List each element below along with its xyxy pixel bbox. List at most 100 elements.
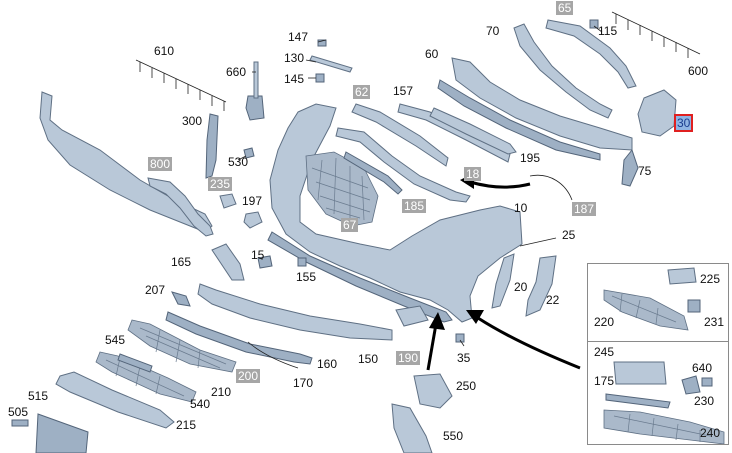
part-62-upper-strip: [351, 103, 449, 167]
callout-640[interactable]: 640: [692, 361, 713, 375]
callout-300[interactable]: 300: [182, 114, 203, 128]
part-530-clip: [243, 147, 255, 159]
callout-660[interactable]: 660: [226, 65, 247, 79]
inset-divider: [587, 341, 729, 342]
callout-157[interactable]: 157: [393, 84, 414, 98]
part-67-grille: [305, 151, 379, 227]
part-640-ring: [701, 377, 713, 387]
part-210-strip: [117, 353, 153, 373]
callout-610[interactable]: 610: [154, 44, 175, 58]
callout-165[interactable]: 165: [171, 255, 192, 269]
part-300-vertical-trim: [205, 113, 219, 179]
callout-545[interactable]: 545: [105, 333, 126, 347]
callout-147[interactable]: 147: [288, 30, 309, 44]
hatch-bracket-610: [135, 59, 227, 111]
callout-197[interactable]: 197: [242, 194, 263, 208]
part-505-panel: [35, 413, 89, 453]
callout-200[interactable]: 200: [236, 369, 261, 383]
part-190-bracket: [395, 305, 429, 327]
callout-22[interactable]: 22: [546, 293, 560, 307]
callout-115[interactable]: 115: [598, 24, 618, 38]
part-195-strip: [429, 107, 517, 155]
part-115-clip: [589, 19, 599, 29]
part-515-lower-trim: [55, 371, 175, 429]
callout-505[interactable]: 505: [8, 405, 29, 419]
part-185-trim: [343, 151, 403, 195]
part-22-trim: [525, 255, 557, 317]
arrow-to-190: [426, 312, 445, 371]
callout-62[interactable]: 62: [353, 85, 371, 99]
part-800-bumper-trim: [147, 177, 214, 237]
callout-67[interactable]: 67: [341, 218, 359, 232]
callout-600[interactable]: 600: [688, 64, 709, 78]
callout-187[interactable]: 187: [572, 202, 597, 216]
callout-65[interactable]: 65: [556, 1, 574, 15]
callout-207[interactable]: 207: [145, 283, 166, 297]
hatch-bracket-600: [611, 11, 701, 58]
callout-225[interactable]: 225: [700, 272, 721, 286]
callout-540[interactable]: 540: [190, 397, 211, 411]
callout-70[interactable]: 70: [486, 24, 500, 38]
part-235-clip: [219, 193, 237, 209]
callout-15[interactable]: 15: [251, 248, 265, 262]
callout-155[interactable]: 155: [296, 270, 317, 284]
callout-230[interactable]: 230: [694, 394, 715, 408]
part-10-bumper-cover: [269, 103, 523, 323]
part-35-clip: [455, 333, 465, 343]
callout-25[interactable]: 25: [562, 228, 576, 242]
part-225-clip: [667, 267, 697, 285]
callout-75[interactable]: 75: [638, 164, 652, 178]
callout-220[interactable]: 220: [594, 315, 615, 329]
callout-60[interactable]: 60: [425, 47, 439, 61]
part-60-beam-lower: [437, 79, 601, 161]
callout-530[interactable]: 530: [228, 155, 249, 169]
callout-210[interactable]: 210: [211, 385, 232, 399]
part-155-clip: [297, 257, 307, 267]
part-150-lower-spoiler: [197, 283, 393, 341]
callout-240[interactable]: 240: [700, 426, 721, 440]
part-505-bolt: [11, 419, 29, 427]
callout-235[interactable]: 235: [208, 177, 233, 191]
callout-130[interactable]: 130: [284, 51, 305, 65]
callout-231[interactable]: 231: [704, 315, 725, 329]
part-130-rod: [309, 55, 353, 73]
callout-245[interactable]: 245: [594, 345, 615, 359]
callout-30[interactable]: 30: [674, 114, 694, 132]
part-65-bracket: [545, 19, 637, 89]
callout-185[interactable]: 185: [402, 199, 427, 213]
part-15-clip: [257, 255, 273, 269]
callout-150[interactable]: 150: [358, 352, 379, 366]
part-165-strip: [211, 243, 245, 281]
callout-515[interactable]: 515: [28, 389, 49, 403]
inset-detail-box: [587, 263, 729, 445]
part-231-clip: [687, 299, 701, 313]
part-545-lower-grille: [127, 319, 237, 373]
part-660-rod: [253, 61, 259, 99]
part-25-rod: [519, 237, 557, 247]
part-245-strip: [605, 393, 671, 409]
callout-550[interactable]: 550: [443, 429, 464, 443]
part-70-support: [513, 23, 613, 119]
callout-195[interactable]: 195: [520, 151, 541, 165]
callout-170[interactable]: 170: [293, 376, 314, 390]
callout-800[interactable]: 800: [148, 157, 173, 171]
callout-250[interactable]: 250: [456, 379, 477, 393]
part-145-clip: [315, 73, 325, 83]
callout-175[interactable]: 175: [594, 374, 615, 388]
callout-190[interactable]: 190: [396, 351, 421, 365]
callout-160[interactable]: 160: [317, 357, 338, 371]
callout-18[interactable]: 18: [464, 167, 482, 181]
part-220-inset-grille: [603, 289, 689, 331]
callout-145[interactable]: 145: [284, 72, 305, 86]
part-60-impact-beam: [451, 57, 633, 151]
callout-35[interactable]: 35: [457, 351, 471, 365]
part-187-wire: [529, 174, 573, 201]
part-660-bracket: [245, 95, 265, 121]
part-18-trim: [335, 127, 471, 203]
callout-215[interactable]: 215: [176, 418, 197, 432]
callout-10[interactable]: 10: [514, 201, 528, 215]
part-30-side-bracket: [637, 89, 677, 137]
callout-20[interactable]: 20: [514, 280, 528, 294]
